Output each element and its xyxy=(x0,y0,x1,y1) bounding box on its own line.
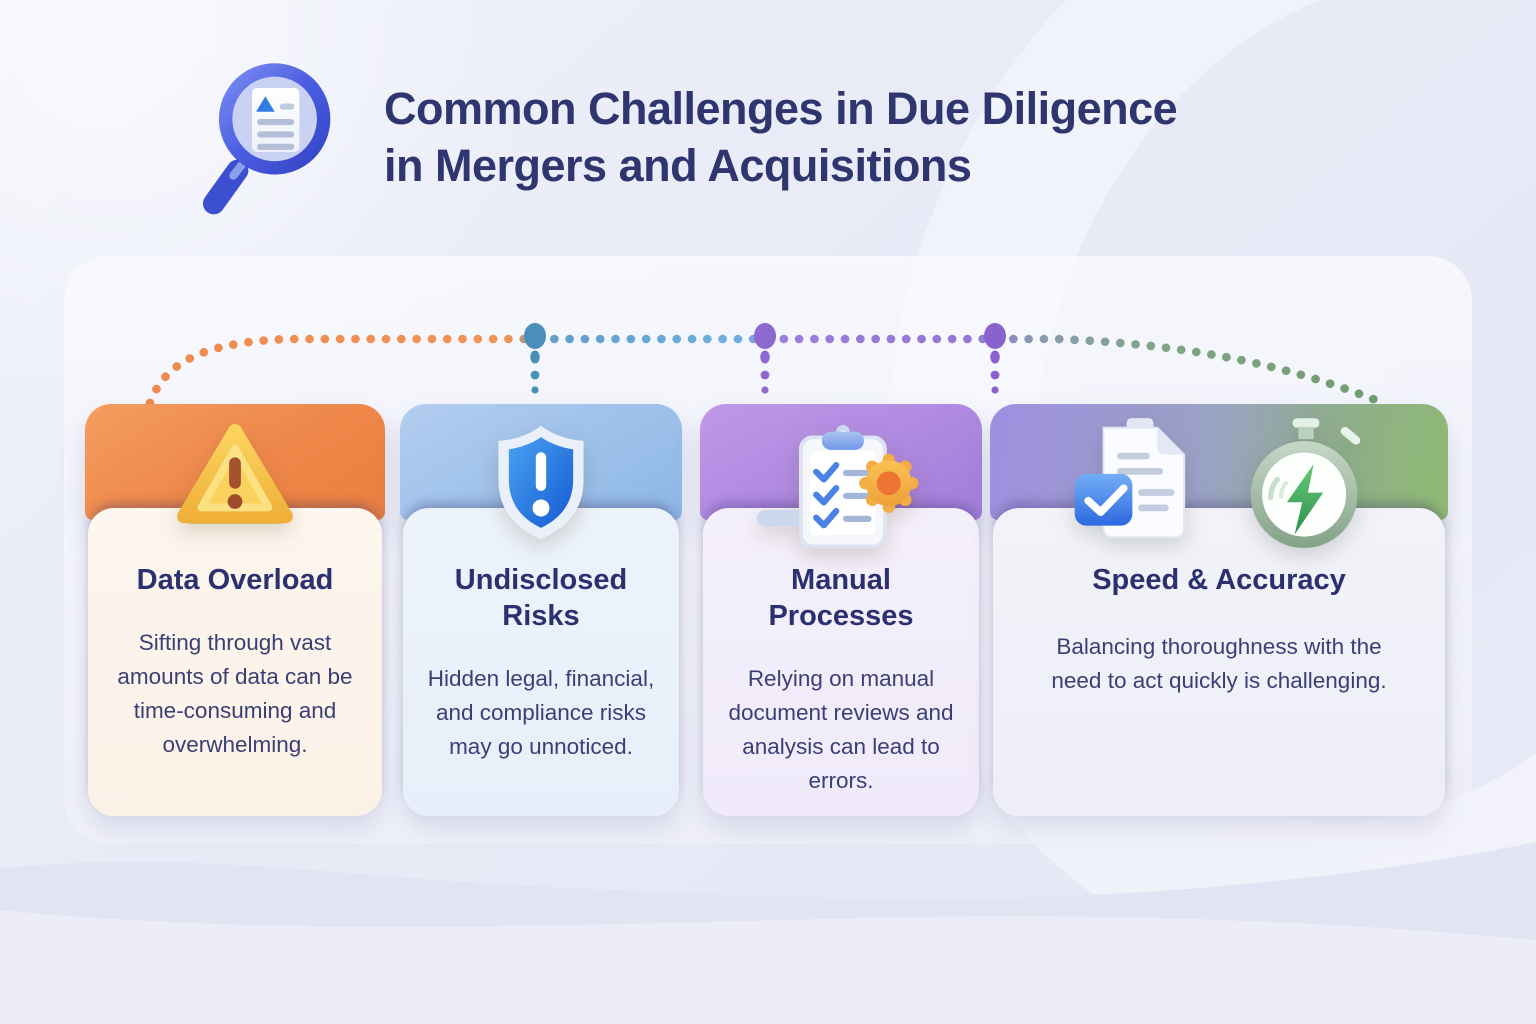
card-data-overload: Data Overload Sifting through vast amoun… xyxy=(85,404,385,816)
card-speed-accuracy: Speed & Accuracy Balancing thoroughness … xyxy=(990,404,1448,816)
card-body: Undisclosed Risks Hidden legal, financia… xyxy=(403,508,679,816)
card-body: Manual Processes Relying on manual docum… xyxy=(703,508,979,816)
card-icons-row xyxy=(990,418,1448,559)
card-body: Data Overload Sifting through vast amoun… xyxy=(88,508,382,816)
magnifier-document-icon xyxy=(200,55,340,220)
document-checkbox-icon xyxy=(1069,418,1213,559)
card-title: Manual Processes xyxy=(768,564,914,632)
card-manual-processes: Manual Processes Relying on manual docum… xyxy=(700,404,982,816)
background-bottom-wave xyxy=(0,842,1536,1024)
card-body: Speed & Accuracy Balancing thoroughness … xyxy=(993,508,1445,816)
card-undisclosed-risks: Undisclosed Risks Hidden legal, financia… xyxy=(400,404,682,816)
card-description: Relying on manual document reviews and a… xyxy=(728,666,954,793)
clipboard-checklist-gear-icon xyxy=(755,422,927,556)
page-title: Common Challenges in Due Diligence in Me… xyxy=(384,80,1178,194)
card-description: Sifting through vast amounts of data can… xyxy=(117,630,353,757)
gear-icon xyxy=(859,453,919,513)
page-title-line2: in Mergers and Acquisitions xyxy=(384,140,972,191)
card-title: Speed & Accuracy xyxy=(1092,564,1346,596)
card-header-purple-green xyxy=(990,404,1448,520)
page-title-line1: Common Challenges in Due Diligence xyxy=(384,83,1178,134)
card-title: Data Overload xyxy=(136,564,334,596)
stopwatch-lightning-icon xyxy=(1243,418,1369,559)
card-description: Balancing thoroughness with the need to … xyxy=(1051,634,1387,693)
shield-exclamation-icon xyxy=(489,422,593,543)
card-title: Undisclosed Risks xyxy=(454,564,628,632)
card-description: Hidden legal, financial, and compliance … xyxy=(427,666,655,759)
warning-triangle-icon xyxy=(176,422,294,530)
